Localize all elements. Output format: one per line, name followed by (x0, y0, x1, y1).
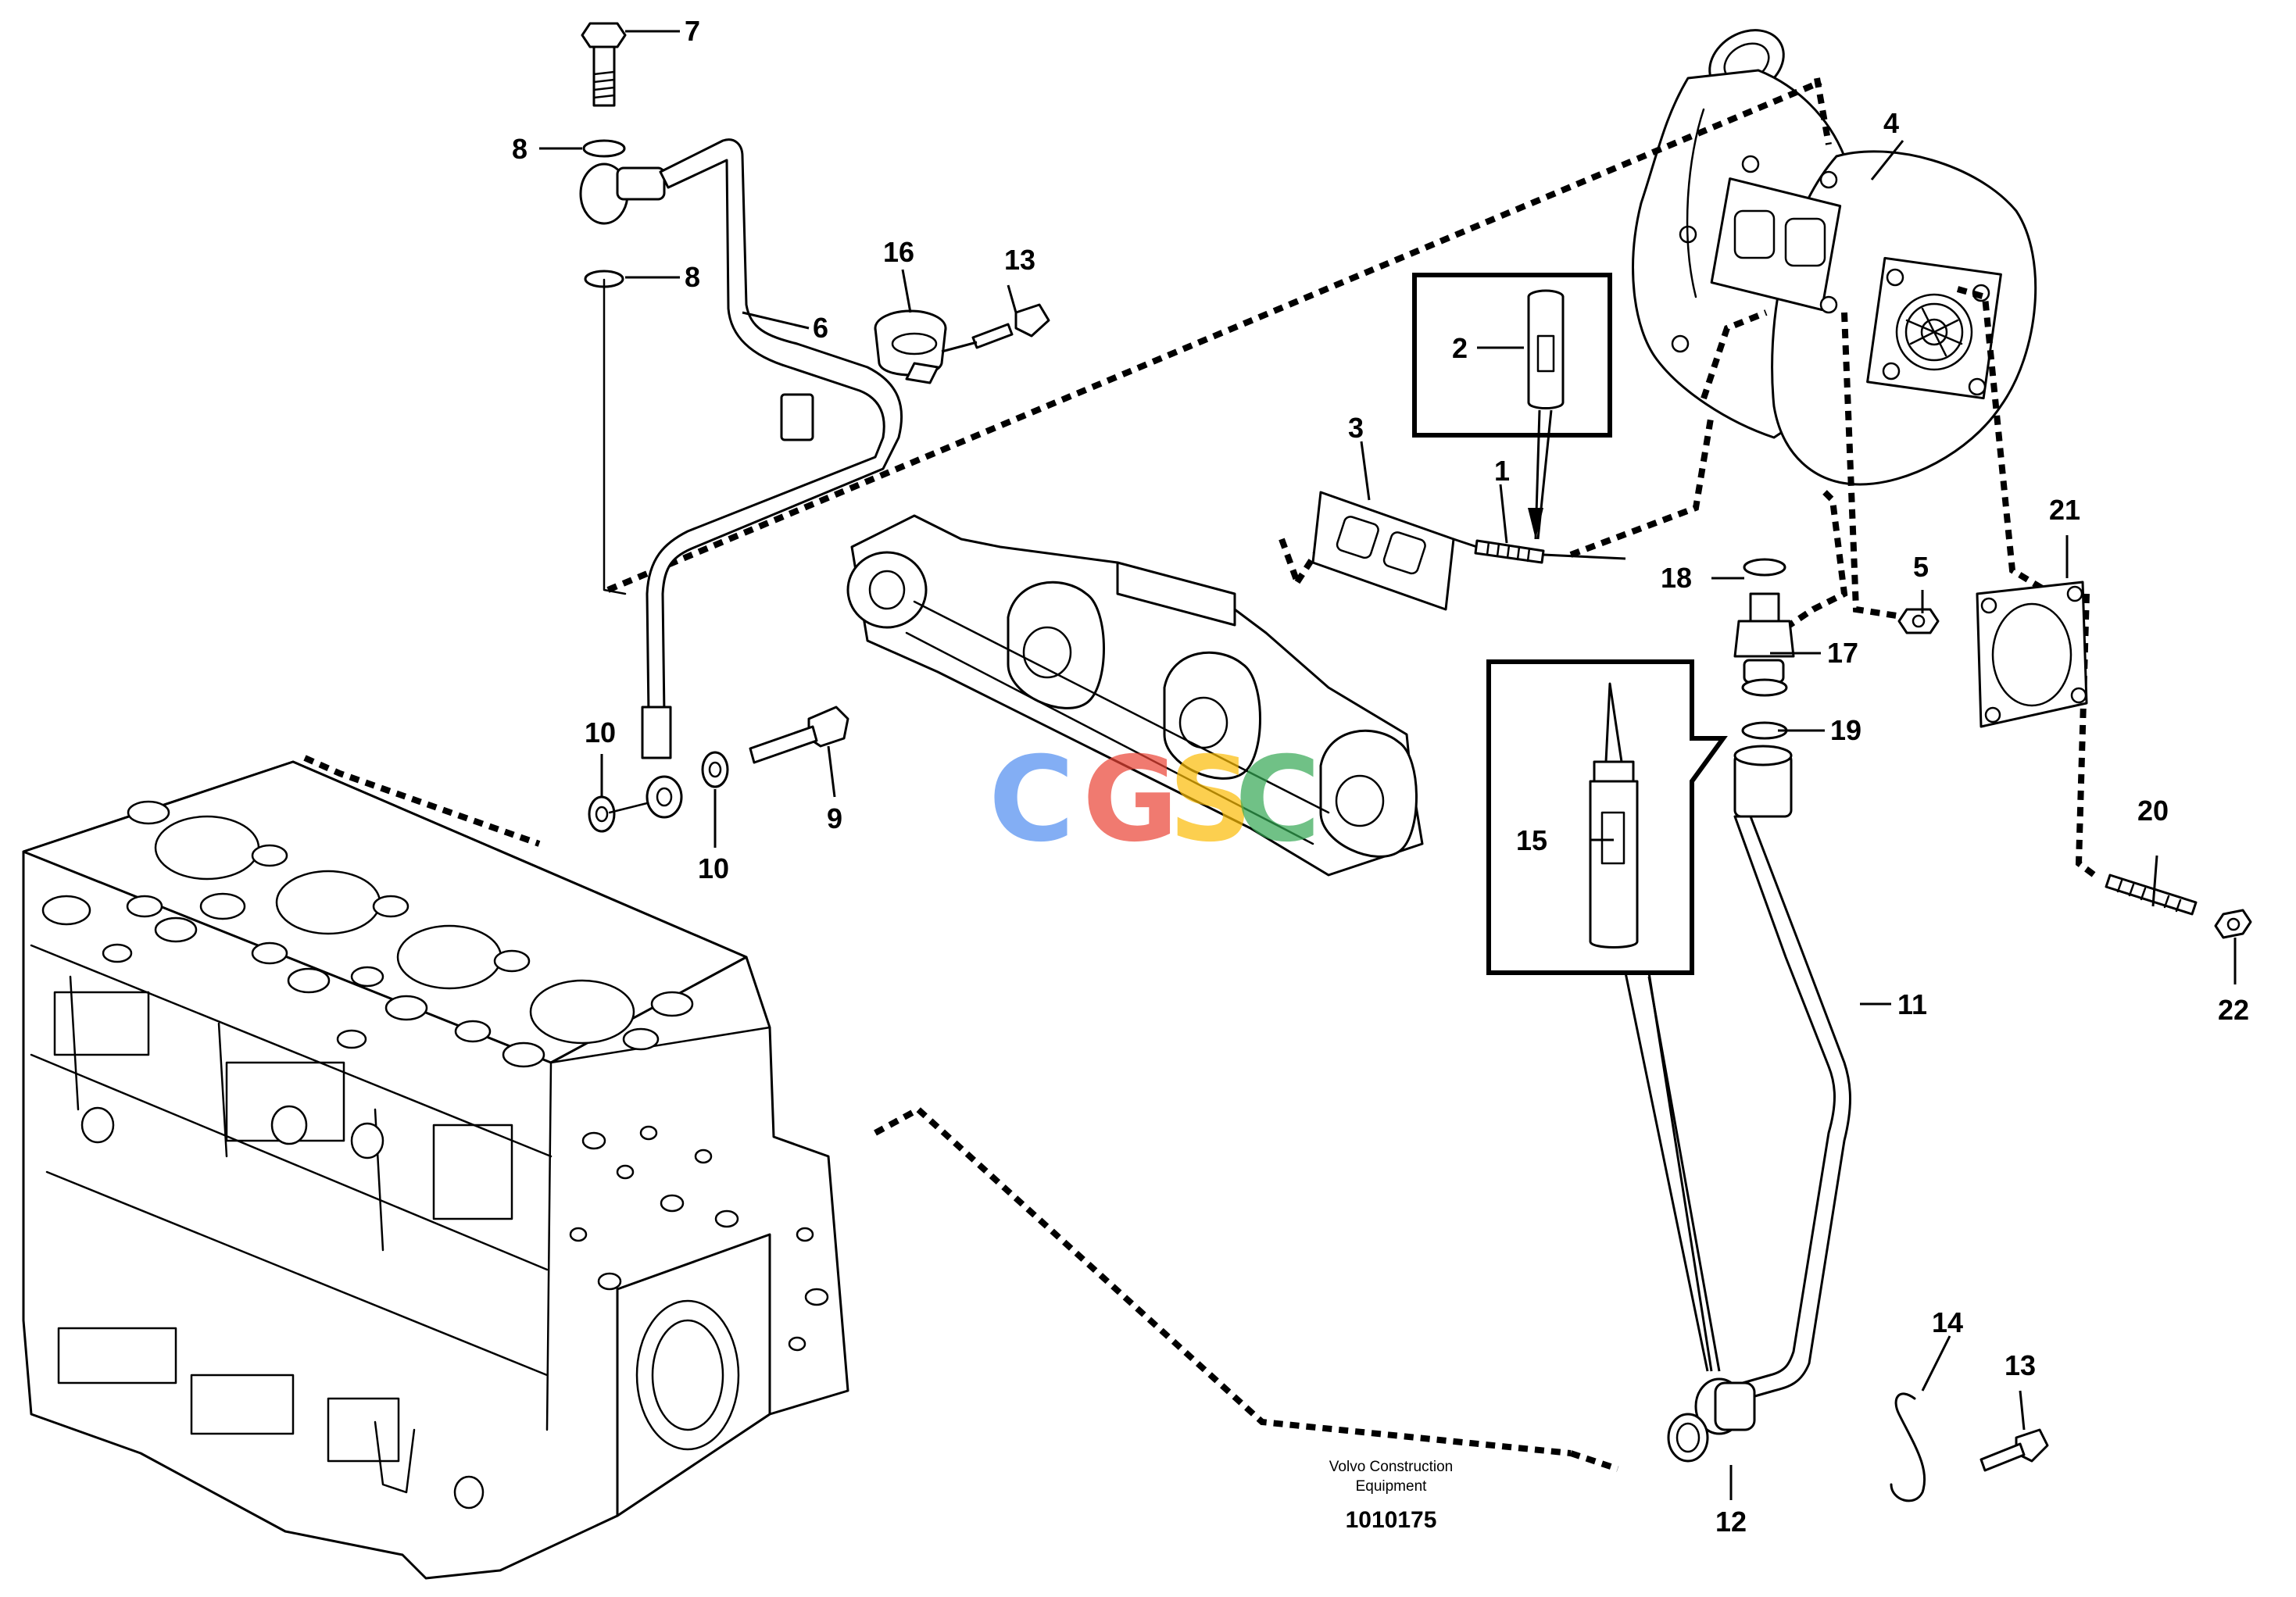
callout-12: 12 (1715, 1506, 1747, 1538)
screw-13-upper (971, 303, 1050, 349)
banjo-bolt-7 (581, 22, 627, 107)
callout-18: 18 (1661, 562, 1692, 594)
callout-8-lower: 8 (685, 261, 700, 293)
drawing-number: 1010175 (1346, 1507, 1437, 1533)
callout-5: 5 (1913, 551, 1929, 583)
callout-4: 4 (1883, 107, 1899, 139)
nut-22 (2214, 909, 2252, 939)
callout-22: 22 (2218, 994, 2249, 1026)
callout-20: 20 (2137, 795, 2169, 827)
footer-company-line1: Volvo Construction (1329, 1459, 1453, 1475)
callout-1: 1 (1494, 455, 1510, 487)
screw-13-lower (1979, 1428, 2049, 1472)
clamp-16 (874, 309, 947, 384)
watermark-letter-3: S (1168, 732, 1253, 868)
watermark-letter-2: G (1082, 732, 1178, 868)
callout-11: 11 (1897, 988, 1927, 1020)
oil-pipe-6 (641, 138, 903, 759)
footer-company-line2: Equipment (1356, 1478, 1428, 1495)
bolt-9 (749, 706, 849, 764)
callout-6: 6 (813, 312, 828, 344)
callout-14: 14 (1932, 1306, 1963, 1338)
callout-19: 19 (1830, 714, 1861, 746)
adapter-17 (1733, 592, 1795, 697)
callout-15: 15 (1516, 824, 1547, 856)
watermark-logo: C G S C (989, 732, 1321, 868)
hook-clip-14 (1890, 1392, 1926, 1502)
callout-8-upper: 8 (512, 133, 528, 165)
engine-block (22, 760, 849, 1580)
sealant-tube-2 (1527, 289, 1565, 409)
stud-1 (1474, 539, 1545, 564)
washer-8-upper (582, 139, 626, 158)
washer-18 (1743, 558, 1786, 577)
oil-return-pipe-11 (1694, 745, 1851, 1435)
drawing-footer: Volvo Construction Equipment 1010175 (1329, 1459, 1453, 1533)
exhaust-manifold (846, 514, 1424, 877)
inset-box-2 (1412, 273, 1612, 438)
callout-13-upper: 13 (1004, 244, 1035, 276)
callout-10-right: 10 (698, 852, 729, 884)
banjo-fitting-6 (579, 163, 666, 225)
banjo-fitting-lower (646, 775, 683, 819)
gasket-21 (1976, 581, 2088, 728)
callout-21: 21 (2049, 494, 2080, 526)
callout-16: 16 (883, 236, 914, 268)
callout-2: 2 (1452, 332, 1468, 364)
sealant-cartridge-15 (1589, 682, 1639, 949)
watermark-letter-1: C (989, 732, 1075, 868)
callout-labels: 7 8 8 6 16 13 2 3 1 4 18 5 17 19 21 20 2… (512, 15, 2249, 1538)
callout-leaders (539, 30, 2237, 1500)
callout-9: 9 (827, 802, 842, 834)
callout-10-left: 10 (585, 716, 616, 748)
watermark-letter-4: C (1235, 732, 1321, 868)
callout-3: 3 (1348, 412, 1364, 444)
turbocharger (1632, 29, 2037, 486)
callout-17: 17 (1827, 637, 1858, 669)
gasket-3 (1311, 491, 1455, 611)
stud-20 (2105, 874, 2198, 916)
callout-7: 7 (685, 15, 700, 47)
nut-5 (1897, 608, 1940, 634)
callout-13-lower: 13 (2005, 1349, 2036, 1381)
